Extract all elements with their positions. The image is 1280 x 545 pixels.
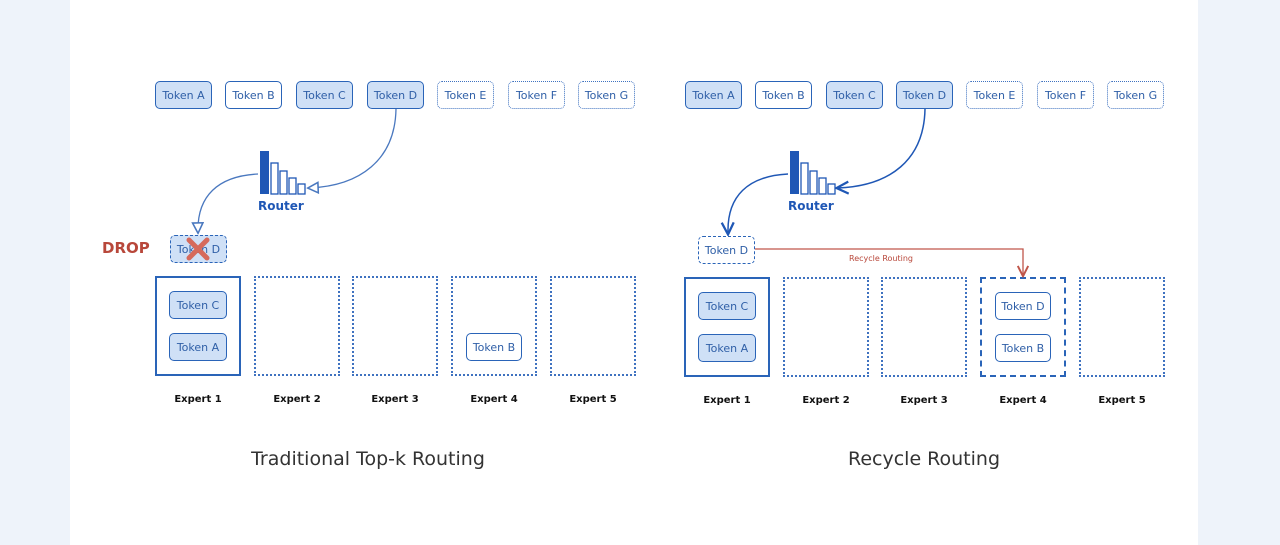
left-expert-3-label: Expert 3 [371, 394, 419, 405]
left-router-to-drop-arrow [198, 173, 259, 232]
right-token-d-to-router-arrow [838, 108, 926, 188]
left-token-d: Token D [367, 81, 424, 109]
left-dropped-token-d: Token D [170, 235, 227, 263]
right-expert-1-box [684, 277, 770, 377]
right-token-f: Token F [1037, 81, 1094, 109]
left-router-label: Router [258, 199, 304, 213]
right-token-c: Token C [826, 81, 883, 109]
right-expert-2-box [783, 277, 869, 377]
recycle-routing-arrow [755, 248, 1023, 275]
left-expert-4-token-b: Token B [466, 333, 522, 361]
right-expert-3-label: Expert 3 [900, 395, 948, 406]
left-expert-1-label: Expert 1 [174, 394, 222, 405]
drop-cross-icon [186, 237, 210, 261]
left-token-d-to-router-arrow [309, 108, 397, 188]
right-expert-4-token-d: Token D [995, 292, 1051, 320]
left-router-icon [260, 151, 306, 195]
right-expert-1-token-a: Token A [698, 334, 756, 362]
left-expert-4-box [451, 276, 537, 376]
right-expert-2-label: Expert 2 [802, 395, 850, 406]
right-token-b: Token B [755, 81, 812, 109]
left-token-g: Token G [578, 81, 635, 109]
left-expert-4-label: Expert 4 [470, 394, 518, 405]
right-token-e: Token E [966, 81, 1023, 109]
left-expert-2-box [254, 276, 340, 376]
right-expert-3-box [881, 277, 967, 377]
left-token-b: Token B [225, 81, 282, 109]
right-router-label: Router [788, 199, 834, 213]
right-expert-5-box [1079, 277, 1165, 377]
left-token-e: Token E [437, 81, 494, 109]
left-expert-5-box [550, 276, 636, 376]
left-expert-3-box [352, 276, 438, 376]
left-expert-1-box [155, 276, 241, 376]
right-expert-4-label: Expert 4 [999, 395, 1047, 406]
right-token-a: Token A [685, 81, 742, 109]
right-token-d: Token D [896, 81, 953, 109]
left-token-f: Token F [508, 81, 565, 109]
left-token-a: Token A [155, 81, 212, 109]
left-caption: Traditional Top-k Routing [251, 448, 485, 470]
right-expert-4-box [980, 277, 1066, 377]
recycle-routing-label: Recycle Routing [849, 254, 914, 263]
right-expert-1-label: Expert 1 [703, 395, 751, 406]
left-expert-2-label: Expert 2 [273, 394, 321, 405]
right-expert-5-label: Expert 5 [1098, 395, 1146, 406]
drop-label: DROP [102, 239, 150, 257]
right-expert-4-token-b: Token B [995, 334, 1051, 362]
left-token-c: Token C [296, 81, 353, 109]
left-expert-1-token-a: Token A [169, 333, 227, 361]
right-caption: Recycle Routing [847, 448, 1001, 470]
left-expert-5-label: Expert 5 [569, 394, 617, 405]
right-router-icon [790, 151, 836, 195]
right-recycled-token-d: Token D [698, 236, 755, 264]
right-token-g: Token G [1107, 81, 1164, 109]
left-expert-1-token-c: Token C [169, 291, 227, 319]
right-expert-1-token-c: Token C [698, 292, 756, 320]
right-router-to-token-d-arrow [728, 173, 789, 233]
